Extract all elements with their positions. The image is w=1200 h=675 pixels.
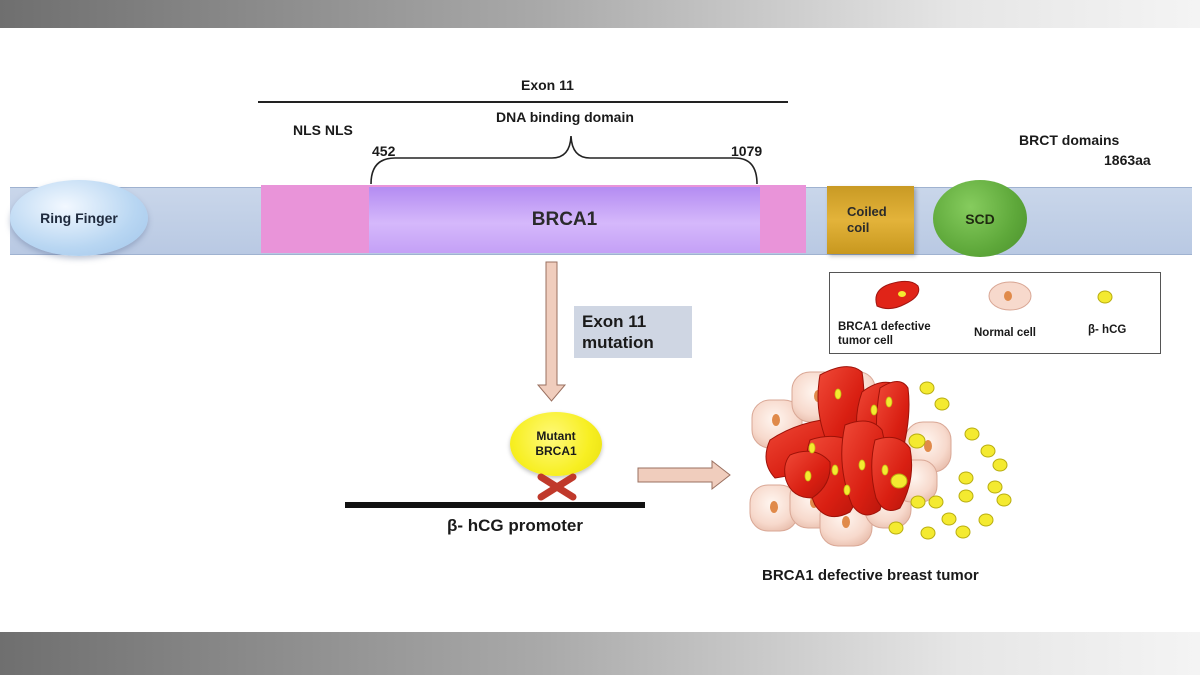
legend-hcg-dot-icon: [1097, 290, 1113, 304]
mutant-brca1-ellipse: Mutant BRCA1: [510, 412, 602, 476]
scd-label: SCD: [965, 210, 995, 227]
legend-tumor-cell-icon: [875, 280, 920, 310]
exon-11-mutation-box: Exon 11 mutation: [574, 306, 692, 358]
free-hcg-dots: [888, 381, 1012, 540]
scd-domain: SCD: [933, 180, 1027, 257]
mutant-label-line1: Mutant: [536, 429, 576, 443]
brct-domains-label: BRCT domains: [1019, 132, 1120, 148]
brca1-label: BRCA1: [531, 209, 598, 230]
protein-length-label: 1863aa: [1104, 152, 1151, 168]
mutant-label-line2: BRCA1: [535, 444, 577, 458]
mutation-label-line1: Exon 11: [582, 312, 647, 331]
legend-hcg-label: β- hCG: [1088, 324, 1127, 336]
coiled-coil-label-line1: Coiled: [847, 204, 887, 219]
legend-normal-cell-icon: [988, 281, 1032, 311]
coiled-coil-domain: Coiled coil: [827, 186, 914, 254]
legend-tumor-cell-label: BRCA1 defective tumor cell: [838, 320, 931, 348]
mutation-label-line2: mutation: [582, 333, 654, 352]
legend-tumor-line2: tumor cell: [838, 335, 893, 347]
exon-11-label: Exon 11: [521, 77, 574, 93]
promoter-line: [345, 502, 645, 508]
promoter-label: β- hCG promoter: [447, 516, 583, 535]
dna-binding-domain-label: DNA binding domain: [496, 109, 634, 125]
dna-binding-region: BRCA1: [369, 187, 760, 253]
bottom-banner: [0, 632, 1200, 675]
position-end-label: 1079: [731, 143, 763, 159]
ring-finger-label: Ring Finger: [40, 210, 118, 226]
position-start-label: 452: [372, 143, 396, 159]
nls-label: NLS NLS: [293, 122, 353, 138]
top-banner: [0, 0, 1200, 28]
legend-normal-cell-label: Normal cell: [974, 327, 1036, 339]
tumor-hcg-dots: [804, 388, 893, 496]
coiled-coil-label-line2: coil: [847, 220, 870, 235]
tumor-cells: [765, 366, 913, 518]
exon-11-line: [258, 101, 788, 103]
tumor-label: BRCA1 defective breast tumor: [762, 567, 979, 584]
legend-tumor-line1: BRCA1 defective: [838, 321, 931, 333]
ring-finger-domain: Ring Finger: [10, 180, 148, 256]
